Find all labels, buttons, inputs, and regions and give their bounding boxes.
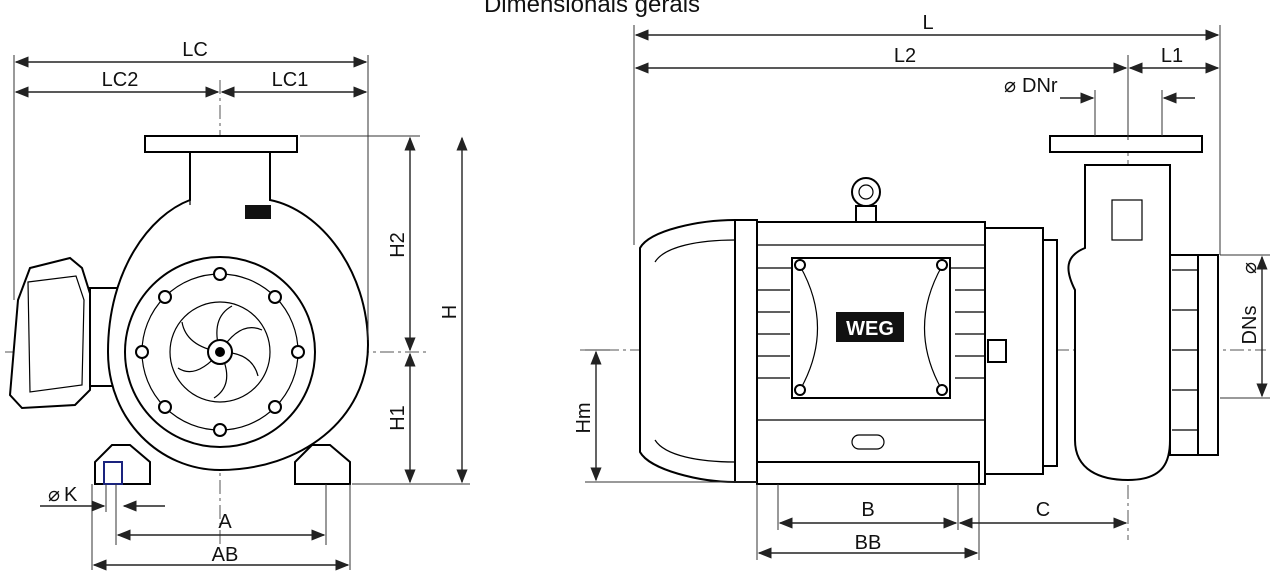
- anchor-hole: [103, 461, 123, 485]
- base-slot: [851, 434, 885, 450]
- drawing-title: Dimensionais gerais: [484, 0, 700, 18]
- label-C: C: [1036, 499, 1050, 521]
- label-BB: BB: [855, 532, 882, 554]
- flange-bolts: [135, 267, 305, 437]
- shaft-end: [215, 347, 225, 357]
- terminal-box-inner: [27, 275, 85, 393]
- symbol-phi-K: ⌀: [48, 484, 60, 506]
- label-DNr: DNr: [1022, 75, 1058, 97]
- pump-volute-side: [1067, 164, 1171, 482]
- label-A: A: [218, 511, 232, 533]
- side-view: WEG: [573, 12, 1270, 560]
- front-extension-lines: [13, 55, 470, 570]
- label-H2: H2: [387, 232, 409, 258]
- discharge-flange: [144, 135, 298, 153]
- eye-bolt-base: [855, 205, 877, 223]
- label-L2: L2: [894, 45, 916, 67]
- label-B: B: [861, 499, 874, 521]
- side-suction-bolts: [1172, 269, 1198, 431]
- label-L1: L1: [1161, 45, 1183, 67]
- motor-base: [756, 461, 980, 485]
- impeller-outer: [169, 301, 271, 403]
- label-H: H: [439, 305, 461, 319]
- label-Hm: Hm: [573, 402, 595, 433]
- weg-logo-text: WEG: [846, 318, 894, 340]
- label-K: K: [64, 484, 78, 506]
- label-LC1: LC1: [272, 69, 309, 91]
- weg-logo: [836, 312, 904, 342]
- side-suction-flange: [1197, 254, 1219, 456]
- foot-right: [294, 444, 351, 485]
- housing-bolt: [987, 339, 1007, 363]
- eye-bolt-hole: [858, 184, 874, 200]
- adapter-flange: [1042, 239, 1058, 467]
- symbol-phi-DNs: ⌀: [1239, 262, 1261, 274]
- front-view: LC LC2 LC1 H2 H1 H A AB ⌀ K: [5, 39, 470, 571]
- label-LC2: LC2: [102, 69, 139, 91]
- label-L: L: [922, 12, 933, 34]
- fan-cover-contours: [654, 239, 736, 463]
- fan-cover-rim: [734, 219, 758, 483]
- terminal-plate-contours: [799, 265, 943, 391]
- label-LC: LC: [182, 39, 208, 61]
- symbol-phi-DNr: ⌀: [1004, 75, 1016, 97]
- nameplate-small: [245, 205, 271, 219]
- label-H1: H1: [387, 405, 409, 431]
- terminal-plate-screws: [794, 259, 948, 396]
- side-extension-lines: [585, 25, 1270, 560]
- eye-bolt-ring: [851, 177, 881, 207]
- side-discharge-flange: [1049, 135, 1203, 153]
- discharge-neck: [1111, 199, 1143, 241]
- label-DNs: DNs: [1239, 306, 1261, 345]
- label-AB: AB: [212, 544, 239, 566]
